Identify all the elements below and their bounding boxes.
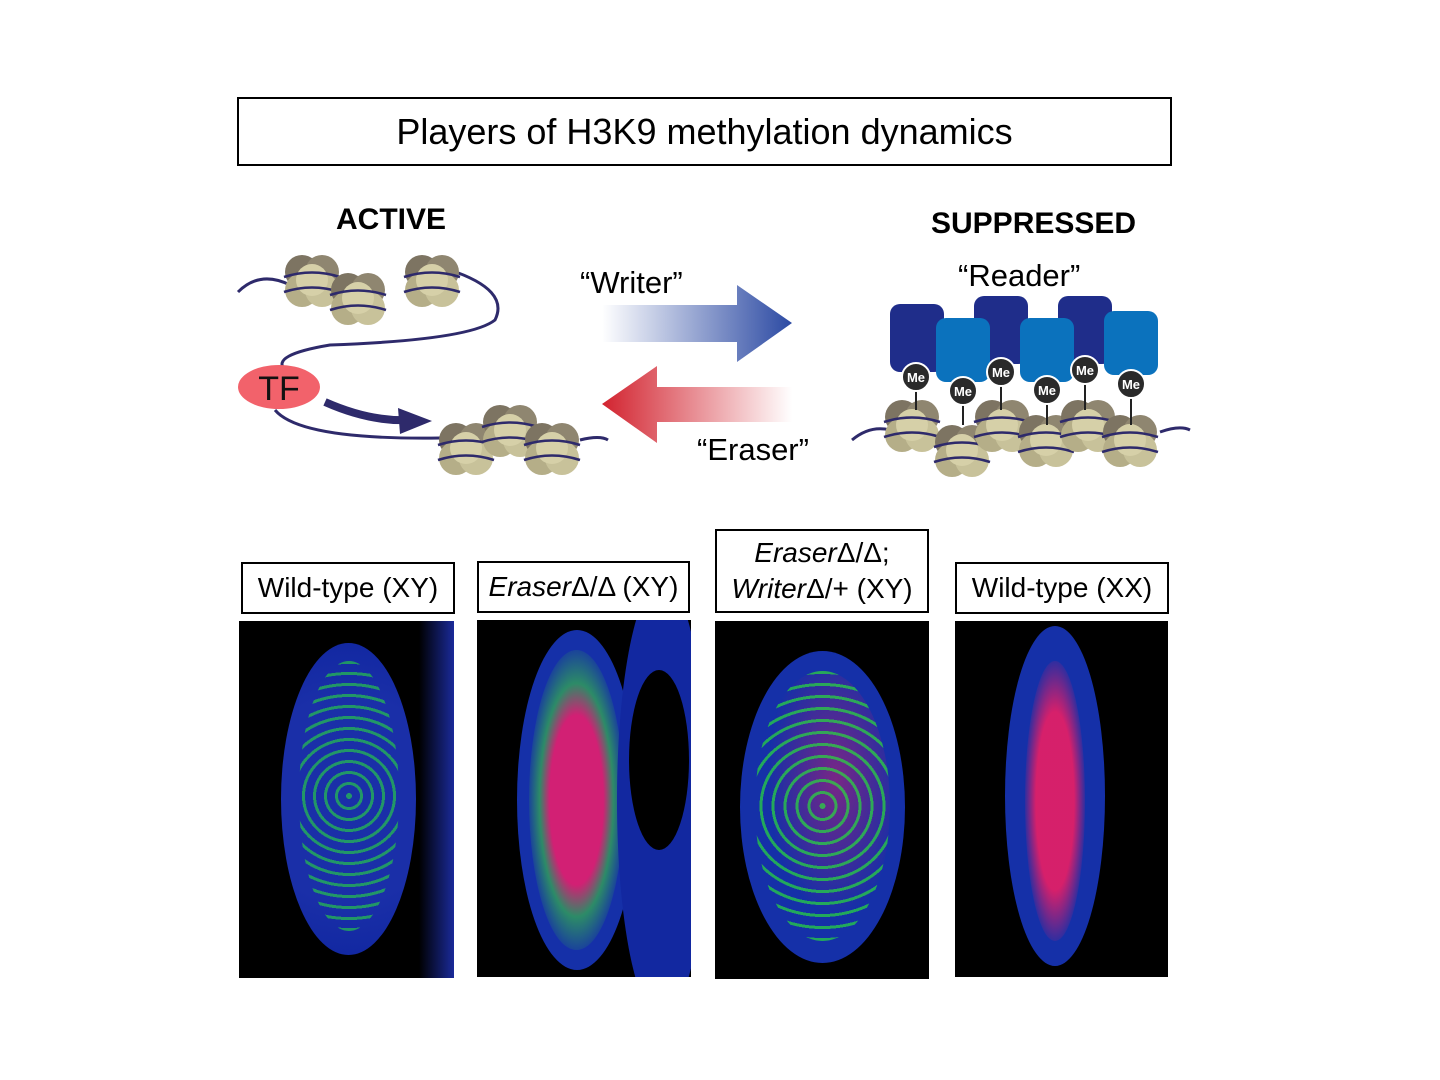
- nucleosome: [402, 253, 462, 309]
- micrograph-eraser-writer: [715, 621, 929, 979]
- svg-text:Me: Me: [1038, 383, 1056, 398]
- micrograph-eraser-null: [477, 620, 691, 977]
- tf-label: TF: [258, 370, 300, 408]
- svg-text:Me: Me: [907, 370, 925, 385]
- panel-label-wildtype-xx: Wild-type (XX): [955, 562, 1169, 614]
- micrograph-wildtype-xy: [239, 621, 454, 978]
- svg-text:Me: Me: [1076, 363, 1094, 378]
- methyl-marks: [901, 355, 1146, 425]
- panel-label-wildtype-xy: Wild-type (XY): [241, 562, 455, 614]
- writer-label: “Writer”: [580, 265, 683, 300]
- svg-text:Me: Me: [954, 384, 972, 399]
- nucleosome: [282, 253, 342, 309]
- panel-label-eraser-null: EraserΔ/Δ (XY): [477, 561, 690, 613]
- tf-oval: [238, 365, 320, 409]
- panel-label-eraser-writer: EraserΔ/Δ; WriterΔ/+ (XY): [715, 529, 929, 613]
- eraser-arrow: [602, 366, 792, 443]
- micrograph-wildtype-xx: [955, 621, 1168, 977]
- nucleosome: [522, 421, 582, 477]
- reader-proteins: [890, 296, 1158, 382]
- svg-text:Me: Me: [1122, 377, 1140, 392]
- svg-text:Me: Me: [992, 365, 1010, 380]
- active-label: ACTIVE: [336, 203, 447, 236]
- eraser-label: “Eraser”: [697, 432, 809, 467]
- figure-title: Players of H3K9 methylation dynamics: [237, 97, 1172, 166]
- suppressed-label: SUPPRESSED: [931, 207, 1137, 240]
- nucleosome: [328, 271, 388, 327]
- tf-arrow-head: [398, 408, 432, 434]
- reader-label: “Reader”: [958, 258, 1081, 293]
- dna-strand: [236, 268, 609, 442]
- writer-arrow: [602, 285, 792, 362]
